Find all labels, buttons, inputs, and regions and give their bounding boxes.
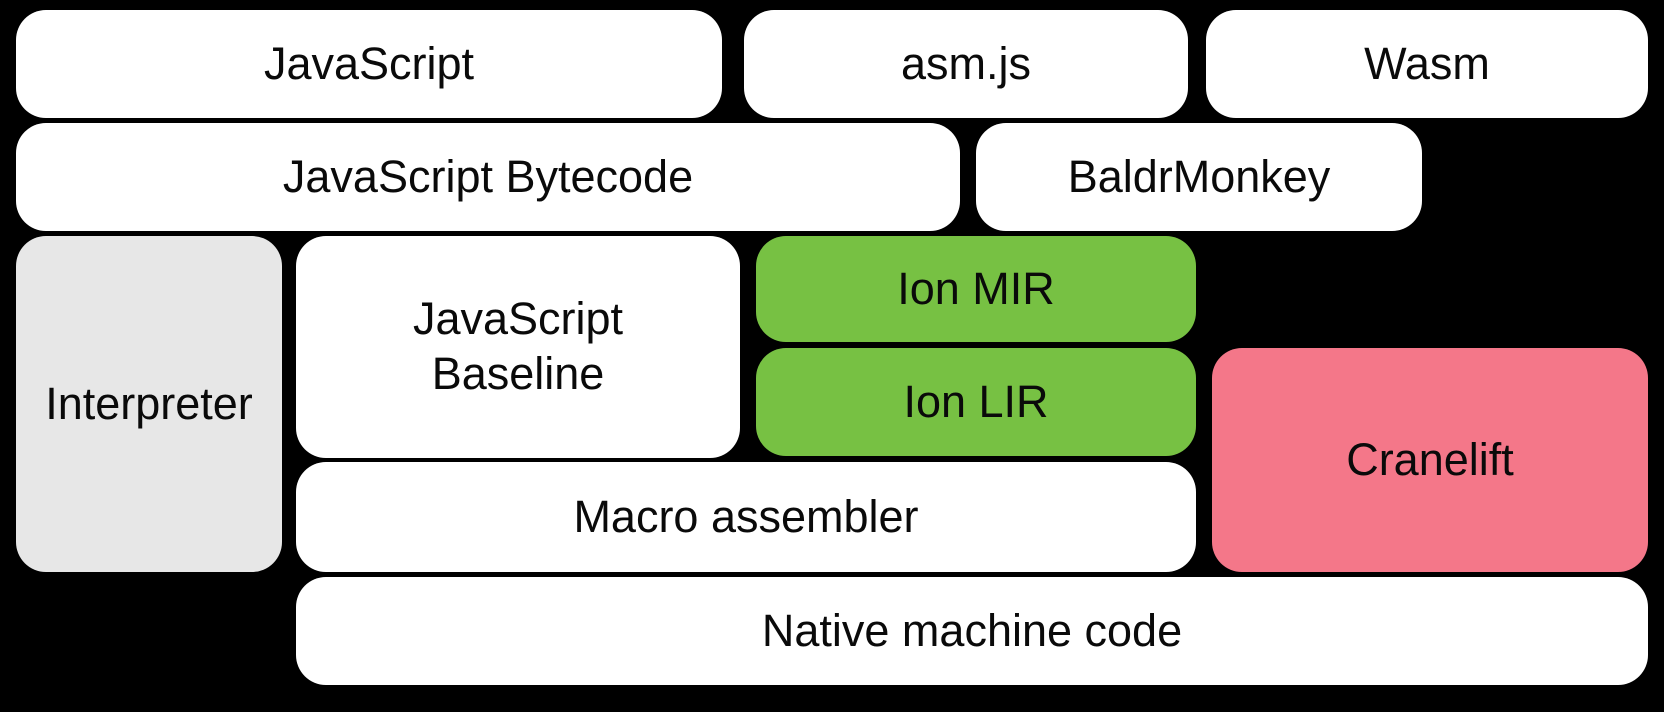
box-native-machine-code-label: Native machine code bbox=[761, 604, 1183, 656]
box-asmjs: asm.js bbox=[744, 10, 1188, 118]
box-macro-assembler: Macro assembler bbox=[296, 462, 1196, 572]
box-wasm-label: Wasm bbox=[1364, 37, 1490, 89]
box-ion-lir: Ion LIR bbox=[756, 348, 1196, 456]
box-ion-mir-label: Ion MIR bbox=[897, 262, 1055, 314]
box-native-machine-code: Native machine code bbox=[296, 577, 1648, 685]
box-ion-lir-label: Ion LIR bbox=[903, 375, 1049, 427]
box-interpreter-label: Interpreter bbox=[45, 377, 253, 429]
box-cranelift-label: Cranelift bbox=[1346, 433, 1514, 485]
box-baldrmonkey: BaldrMonkey bbox=[976, 123, 1422, 231]
box-javascript-baseline-label: JavaScript Baseline bbox=[412, 293, 624, 399]
box-asmjs-label: asm.js bbox=[900, 37, 1031, 89]
box-macro-assembler-label: Macro assembler bbox=[573, 490, 919, 542]
box-ion-mir: Ion MIR bbox=[756, 236, 1196, 342]
box-javascript-baseline: JavaScript Baseline bbox=[296, 236, 740, 458]
box-cranelift: Cranelift bbox=[1212, 348, 1648, 572]
box-wasm: Wasm bbox=[1206, 10, 1648, 118]
box-javascript-bytecode: JavaScript Bytecode bbox=[16, 123, 960, 231]
box-javascript: JavaScript bbox=[16, 10, 722, 118]
box-javascript-bytecode-label: JavaScript Bytecode bbox=[282, 150, 694, 202]
box-javascript-label: JavaScript bbox=[263, 37, 475, 89]
box-interpreter: Interpreter bbox=[16, 236, 282, 572]
box-baldrmonkey-label: BaldrMonkey bbox=[1067, 150, 1331, 202]
